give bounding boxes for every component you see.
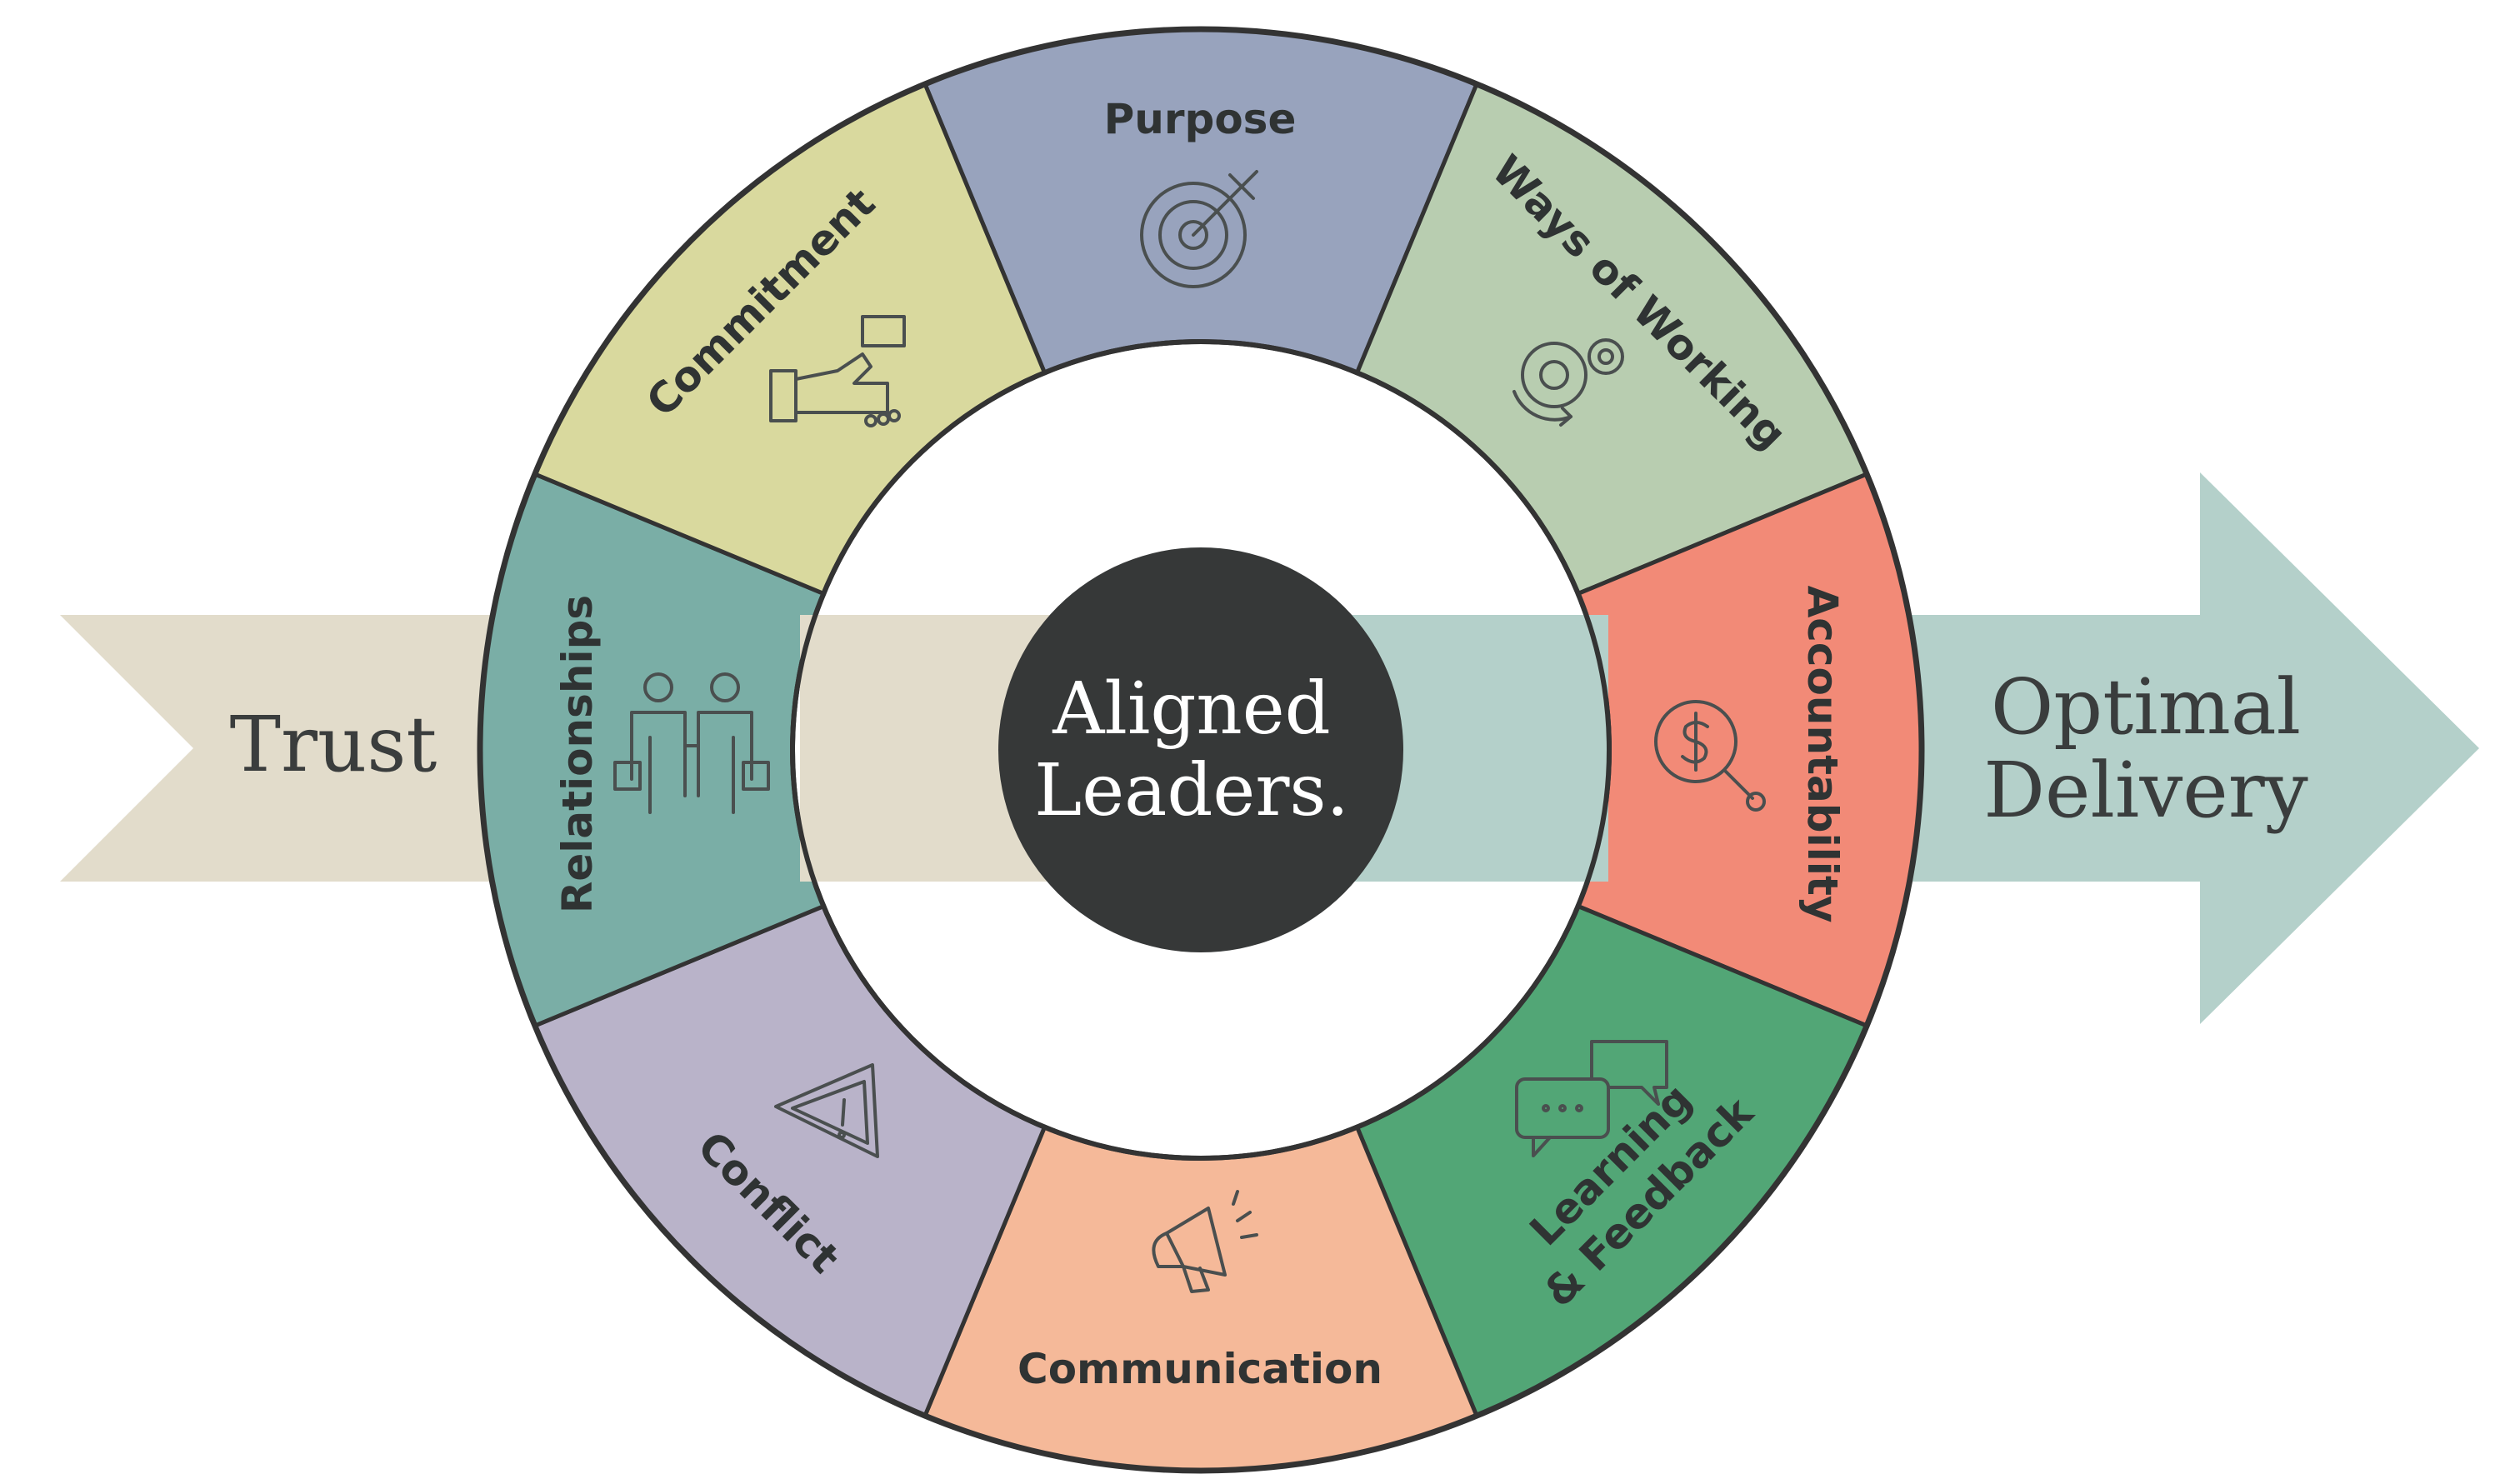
dollar-search-icon bbox=[1654, 700, 1766, 812]
warning-icon bbox=[774, 1063, 879, 1158]
center-line-2: Leaders. bbox=[1034, 749, 1349, 832]
chat-bubbles-icon bbox=[1515, 1040, 1668, 1157]
trust-label: Trust bbox=[230, 700, 438, 789]
center-line-1: Aligned bbox=[1052, 667, 1331, 751]
segment-label-accountability: Accountability bbox=[1798, 586, 1847, 923]
segment-label-communication: Communication bbox=[1018, 1345, 1382, 1393]
two-people-icon bbox=[613, 672, 770, 814]
ring-outline bbox=[477, 26, 1925, 1474]
segment-label-relationships: Relationships bbox=[553, 595, 602, 913]
center-circle bbox=[998, 547, 1403, 952]
inner-disc-outline bbox=[790, 339, 1612, 1161]
segment-label-purpose: Purpose bbox=[1104, 95, 1297, 143]
target-icon bbox=[1140, 170, 1258, 288]
megaphone-icon bbox=[1152, 1190, 1258, 1293]
gears-icon bbox=[1512, 338, 1624, 427]
delivery-label-line-2: Delivery bbox=[1983, 746, 2308, 835]
delivery-label-line-1: Optimal bbox=[1991, 662, 2301, 752]
handshake-icon bbox=[769, 315, 906, 427]
